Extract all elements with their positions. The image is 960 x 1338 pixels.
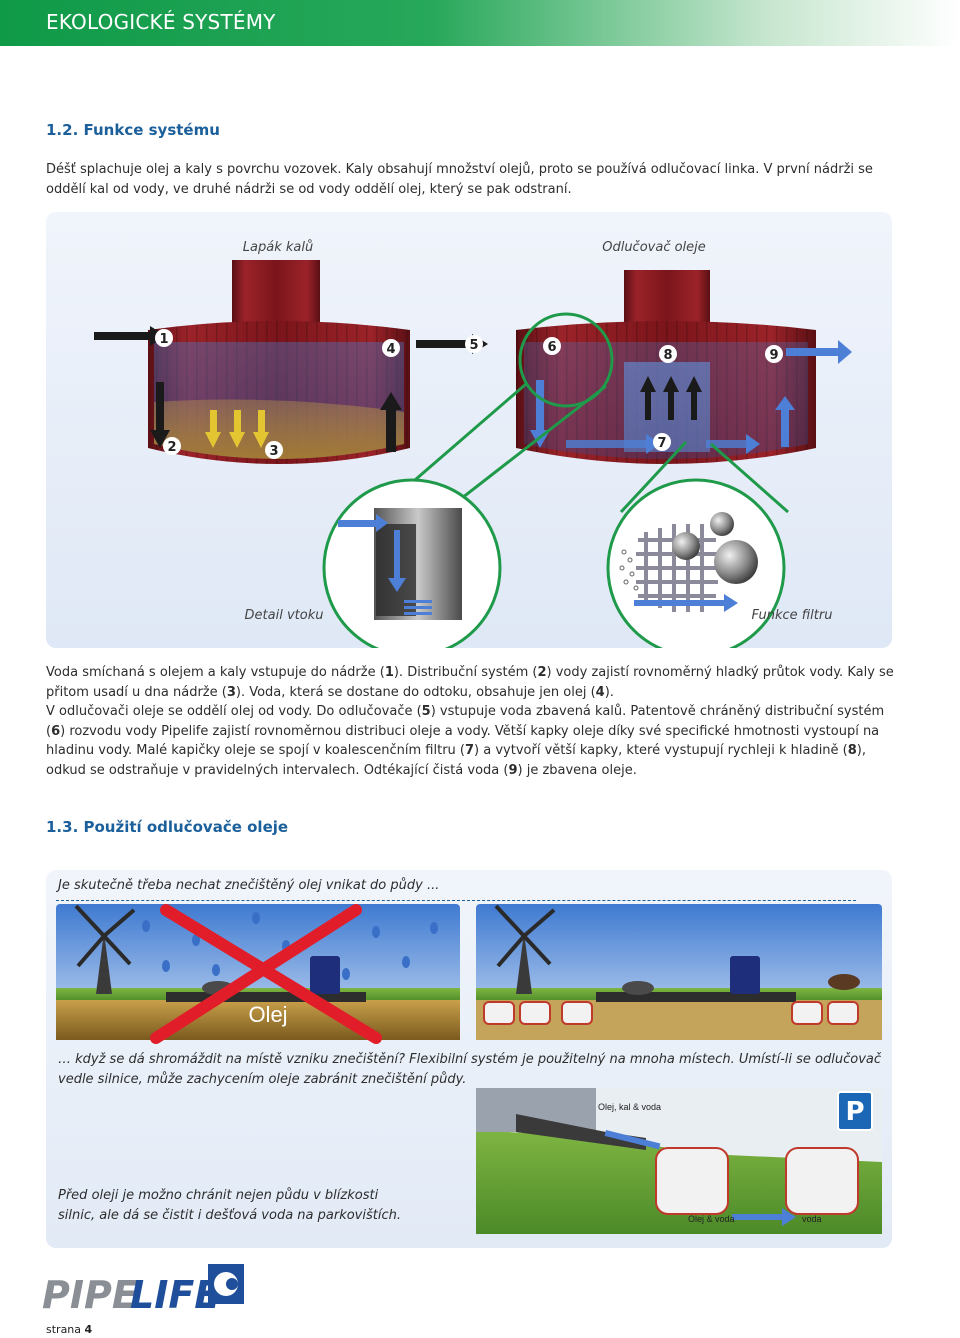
flow-arrows-black (94, 326, 702, 452)
car-right (622, 981, 654, 995)
sludge-arrows (205, 410, 269, 448)
road-left (166, 992, 366, 1002)
question-underline (56, 900, 856, 901)
label-oil-sludge-water: Olej, kal & voda (598, 1102, 661, 1112)
page-number: strana 4 (46, 1323, 93, 1336)
usage-panel: Je skutečně třeba nechat znečištěný olej… (46, 870, 892, 1248)
separator-diagram: Lapák kalů Odlučovač oleje (46, 212, 892, 648)
label-sludge-trap: Lapák kalů (243, 240, 313, 255)
svg-text:8: 8 (663, 348, 672, 363)
intro-paragraph: Déšť splachuje olej a kaly s povrchu voz… (46, 162, 873, 197)
svg-text:9: 9 (769, 348, 778, 363)
separator-tanks-row (483, 1001, 859, 1025)
label-water: voda (802, 1214, 822, 1224)
road-right (596, 992, 796, 1002)
svg-text:P: P (845, 1097, 864, 1127)
filter-mesh (636, 524, 718, 612)
detail-filter-circle (606, 478, 786, 648)
truck-left (310, 956, 340, 994)
windmill-left (96, 932, 112, 994)
oil-drops (142, 912, 438, 980)
svg-text:6: 6 (547, 340, 556, 355)
usage-question: Je skutečně třeba nechat znečištěný olej… (58, 878, 440, 893)
scene-protected (476, 904, 882, 1040)
oil-label: Olej (248, 1002, 287, 1027)
logo-life-text: LIFE (130, 1273, 220, 1314)
svg-text:2: 2 (167, 440, 176, 455)
paragraph-oil-separator: V odlučovači oleje se oddělí olej od vod… (46, 704, 885, 778)
truck-right (730, 956, 760, 994)
header-title: EKOLOGICKÉ SYSTÉMY (46, 10, 276, 34)
svg-text:3: 3 (269, 444, 278, 459)
red-cross (150, 904, 382, 1044)
windmill-right (516, 932, 532, 994)
pipelife-logo: PIPE LIFE (42, 1262, 252, 1317)
caption-roadside: … když se dá shromáždit na místě vzniku … (58, 1052, 882, 1087)
number-markers: 1 2 3 4 5 6 7 8 9 (155, 329, 783, 459)
svg-text:7: 7 (657, 436, 666, 451)
scene-polluted: Olej (56, 904, 460, 1044)
label-oil-water: Olej & voda (688, 1214, 735, 1224)
caption-parking: Před oleji je možno chránit nejen půdu v… (58, 1188, 401, 1223)
oil-drop-small (710, 512, 734, 536)
paragraph-sludge-trap: Voda smíchaná s olejem a kaly vstupuje d… (46, 665, 894, 700)
section-heading-function: 1.2. Funkce systému (46, 121, 220, 139)
separator-diagram-svg: Lapák kalů Odlučovač oleje (94, 240, 852, 648)
svg-text:5: 5 (469, 338, 478, 353)
logo-pipe-text: PIPE (42, 1273, 138, 1314)
svg-text:4: 4 (386, 342, 395, 357)
parking-sign (837, 1091, 873, 1131)
oil-drop-large (714, 540, 758, 584)
oil-drop-medium (672, 532, 700, 560)
label-filter-function: Funkce filtru (752, 608, 833, 623)
horse (828, 974, 860, 990)
label-oil-separator: Odlučovač oleje (602, 240, 706, 255)
parking-separators (655, 1147, 859, 1215)
svg-text:1: 1 (159, 332, 168, 347)
section-heading-usage: 1.3. Použití odlučovače oleje (46, 818, 289, 836)
header-band (0, 0, 960, 46)
scene-parking: P Olej, kal & voda Olej & voda voda (476, 1088, 882, 1234)
label-inlet-detail: Detail vtoku (245, 608, 324, 623)
usage-illustrations: Olej (56, 904, 882, 1234)
zoom-ring-inlet (518, 312, 614, 408)
